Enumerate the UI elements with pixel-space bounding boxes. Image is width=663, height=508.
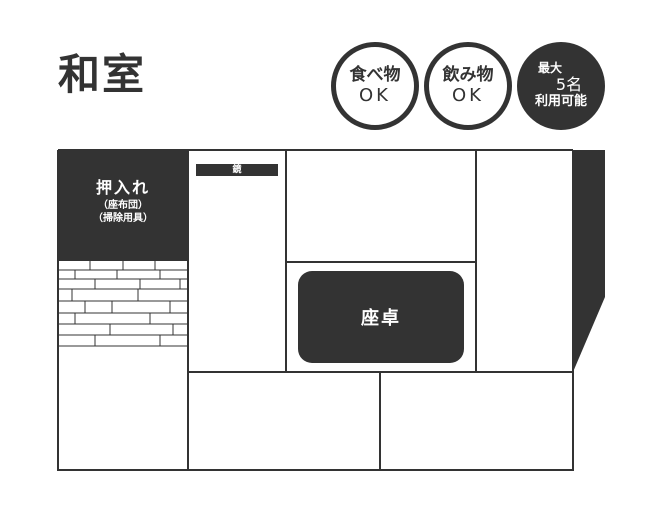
room-title: 和室: [58, 50, 147, 99]
right-wall-wedge: [573, 150, 605, 372]
mirror-label: 鏡: [232, 165, 242, 175]
closet-contents-1: （座布団）: [98, 199, 148, 211]
room-outlines: [57, 149, 574, 471]
food-badge-label: 食べ物: [349, 65, 401, 86]
capacity-badge-usable: 利用可能: [534, 94, 587, 110]
capacity-badge: 最大 5名 利用可能: [517, 42, 605, 130]
closet-area: [58, 150, 188, 261]
drink-badge-status: OK: [452, 84, 484, 106]
table-label: 座卓: [361, 308, 401, 329]
capacity-badge-count: 5名: [555, 74, 583, 94]
closet-title: 押入れ: [95, 178, 150, 197]
food-ok-badge: 食べ物 OK: [331, 42, 419, 130]
capacity-badge-max: 最大: [537, 61, 562, 76]
brick-wall: [58, 261, 188, 347]
low-table: [298, 271, 464, 363]
drink-ok-badge: 飲み物 OK: [424, 42, 512, 130]
closet-contents-2: （掃除用具）: [93, 212, 153, 224]
drink-badge-label: 飲み物: [442, 65, 494, 86]
mirror-bar: [196, 164, 278, 176]
closet-label: 押入れ （座布団） （掃除用具）: [58, 178, 188, 225]
food-badge-status: OK: [359, 84, 391, 106]
